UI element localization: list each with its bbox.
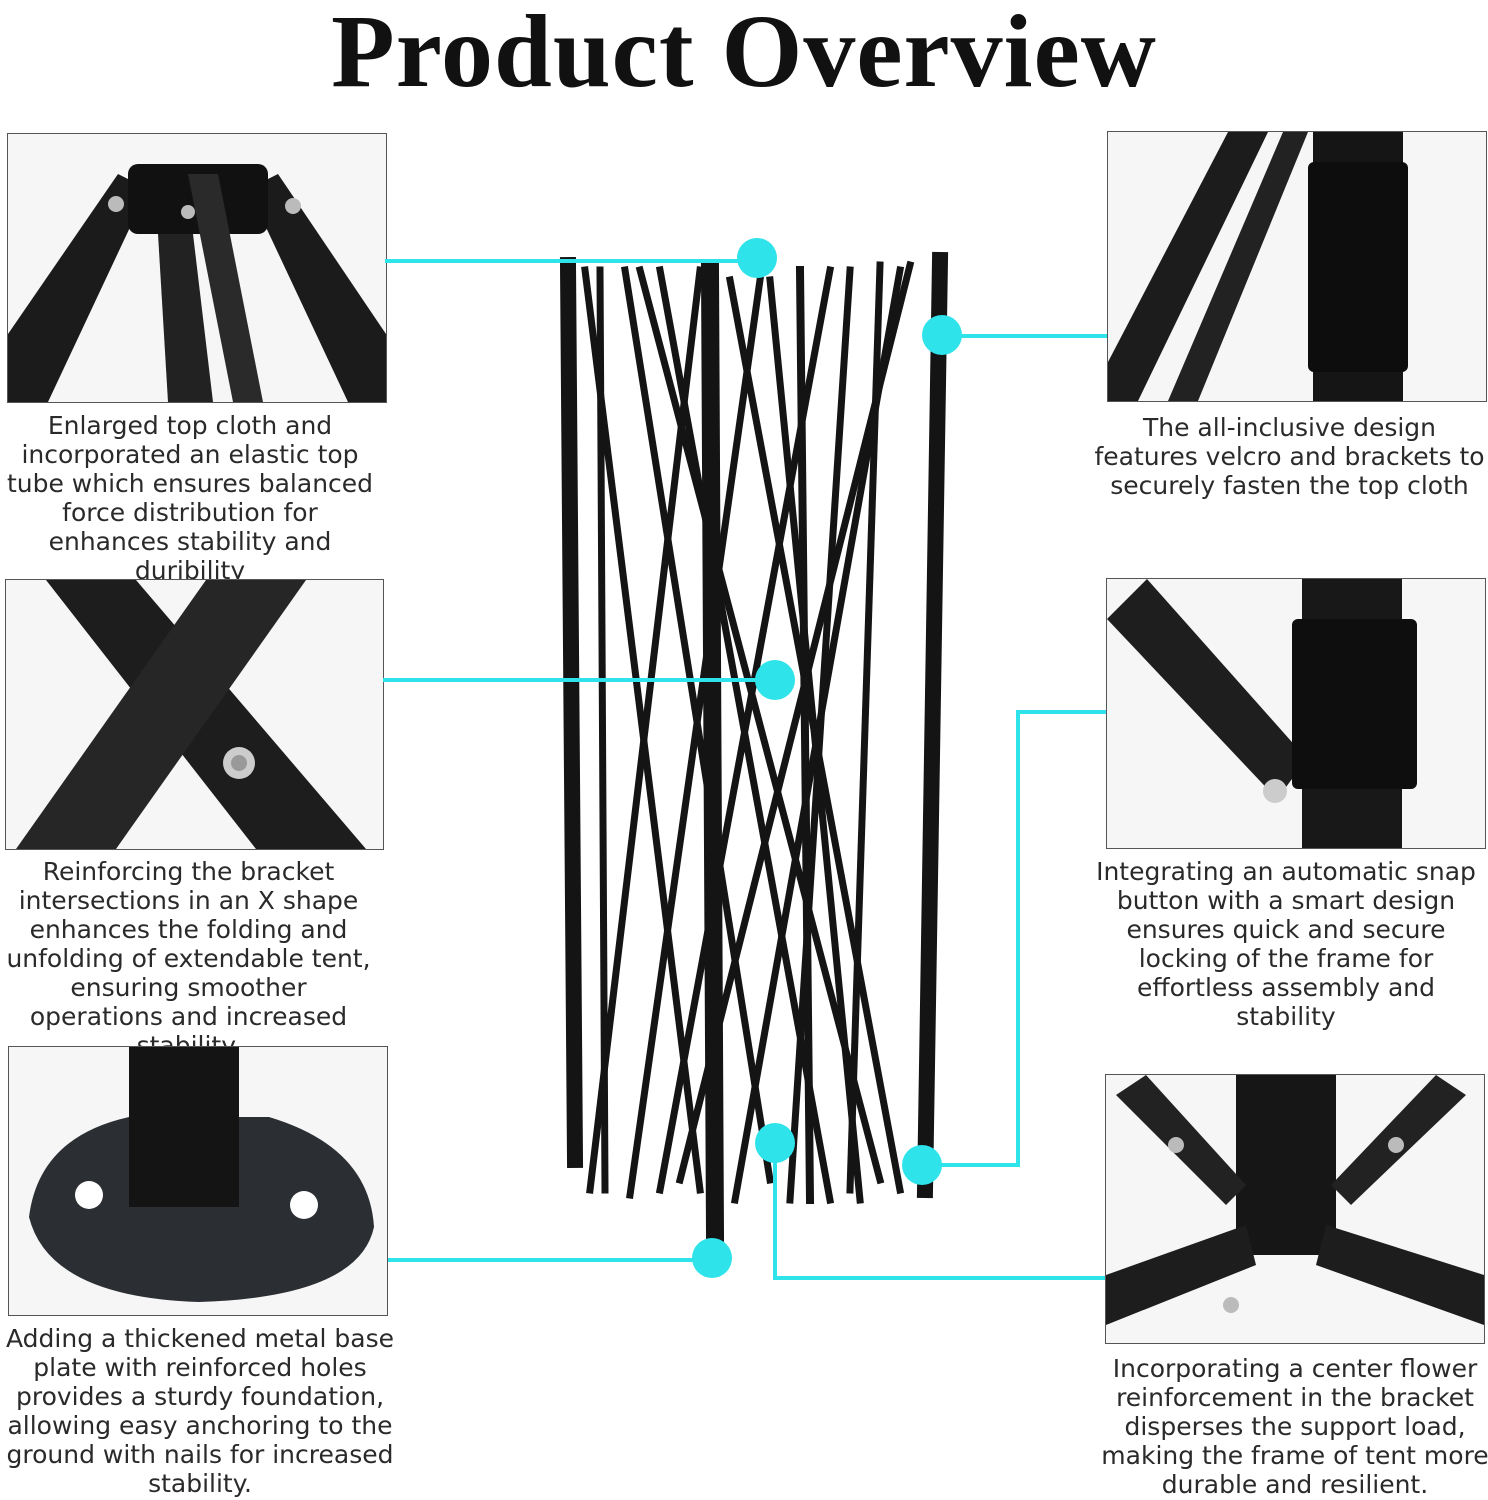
feature-caption-center-flower: Incorporating a center flower reinforcem… [1101, 1354, 1488, 1499]
callout-dots [692, 238, 962, 1278]
feature-caption-velcro: The all-inclusive design features velcro… [1094, 413, 1485, 500]
snap-button-photo [1106, 578, 1486, 849]
callout-lines [383, 259, 1107, 1280]
center-flower-photo [1105, 1074, 1485, 1344]
feature-caption-x-bracket: Reinforcing the bracket intersections in… [6, 857, 371, 1060]
top-joint-photo [7, 133, 387, 403]
tent-frame [559, 251, 949, 1245]
feature-caption-snap-button: Integrating an automatic snap button wit… [1096, 857, 1476, 1031]
base-plate-photo [8, 1046, 388, 1316]
page-title: Product Overview [331, 0, 1157, 109]
feature-caption-top-cloth: Enlarged top cloth and incorporated an e… [6, 411, 374, 585]
velcro-photo [1107, 131, 1487, 402]
x-bracket-photo [5, 579, 384, 850]
feature-caption-base-plate: Adding a thickened metal base plate with… [6, 1324, 394, 1498]
